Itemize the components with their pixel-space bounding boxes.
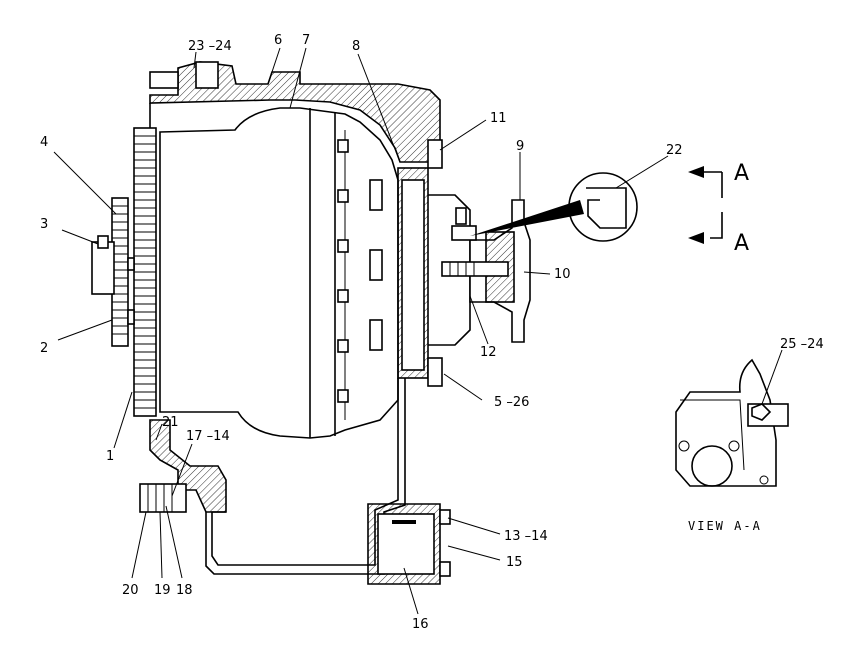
- callout-23: 23 –24: [188, 39, 232, 54]
- view-a-a: VIEW A-A: [675, 358, 789, 533]
- rear-adapter: [397, 139, 531, 387]
- section-marker: A A: [688, 161, 749, 256]
- callout-4: 4: [40, 135, 48, 150]
- ring-gear: [133, 127, 157, 417]
- converter-bolts: [337, 139, 383, 403]
- callout-12: 12: [480, 345, 497, 360]
- callout-20: 20: [122, 583, 139, 598]
- callout-21: 21: [162, 415, 179, 430]
- callout-18: 18: [176, 583, 193, 598]
- callout-7: 7: [302, 33, 310, 48]
- view-label: VIEW A-A: [688, 519, 762, 533]
- callout-1: 1: [106, 449, 114, 464]
- coupling-19-20: [139, 483, 187, 513]
- ring-gear-teeth: [134, 135, 156, 409]
- drive-hub: [91, 241, 115, 295]
- callout-6: 6: [274, 33, 282, 48]
- bolt-13: [439, 509, 451, 525]
- bolt-23: [195, 61, 219, 89]
- flywheel-housing-top: [149, 61, 441, 163]
- callout-labels: 23 –24 6 7 8 11 9 22 10 12 5 –26 13 –14 …: [40, 33, 824, 632]
- callout-22: 22: [666, 143, 683, 158]
- callout-10: 10: [554, 267, 571, 282]
- section-label-bottom: A: [734, 231, 749, 256]
- callout-19: 19: [154, 583, 171, 598]
- section-label-top: A: [734, 161, 749, 186]
- seal-22: [451, 225, 477, 241]
- seal-detail-bubble: [470, 172, 638, 242]
- hub-bolt-3: [97, 235, 109, 249]
- callout-15: 15: [506, 555, 523, 570]
- callout-16: 16: [412, 617, 429, 632]
- bolt-5: [427, 357, 443, 387]
- callout-5: 5 –26: [494, 395, 529, 410]
- callout-13: 13 –14: [504, 529, 548, 544]
- bolt-11: [427, 139, 443, 169]
- leader-lines: [53, 47, 783, 615]
- bolt-head-23: [149, 71, 179, 89]
- callout-9: 9: [516, 139, 524, 154]
- callout-17: 17 –14: [186, 429, 230, 444]
- callout-3: 3: [40, 217, 48, 232]
- callout-8: 8: [352, 39, 360, 54]
- pump-drive-gear: [91, 197, 135, 347]
- pipe-elbow-21: [149, 419, 227, 513]
- converter-body: [159, 107, 399, 439]
- bolt-12: [441, 261, 509, 277]
- callout-25: 25 –24: [780, 337, 824, 352]
- callout-11: 11: [490, 111, 507, 126]
- lower-bracket-and-pipe: [139, 378, 451, 585]
- callout-2: 2: [40, 341, 48, 356]
